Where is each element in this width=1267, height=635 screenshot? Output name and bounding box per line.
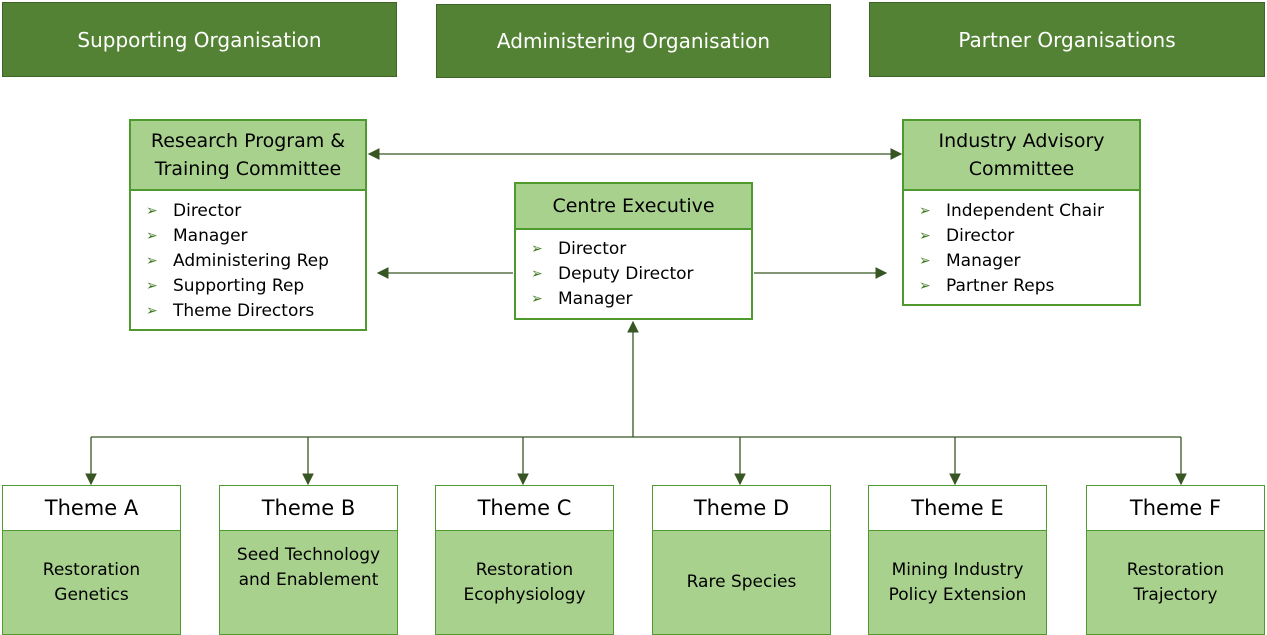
theme-name: Theme F: [1129, 496, 1222, 520]
industry-committee-members: ➢ Independent Chair ➢ Director ➢ Manager ➢ P…: [904, 191, 1139, 299]
list-item-label: Theme Directors: [173, 301, 315, 321]
theme-b-title: Theme B: [220, 486, 397, 531]
list-item-label: Independent Chair: [946, 201, 1104, 221]
arrowhead-bullet-icon: ➢: [146, 228, 158, 244]
theme-name: Theme C: [477, 496, 572, 520]
list-item-label: Manager: [558, 289, 633, 309]
theme-name: Theme D: [693, 496, 790, 520]
arrowhead-bullet-icon: ➢: [919, 253, 931, 269]
arrowhead-bullet-icon: ➢: [919, 203, 931, 219]
research-committee-members: ➢ Director ➢ Manager ➢ Administering Rep ➢ S…: [131, 191, 365, 324]
header-partner-label: Partner Organisations: [958, 27, 1176, 52]
list-item-label: Partner Reps: [946, 276, 1055, 296]
industry-committee-box: Industry Advisory Committee ➢ Independent…: [902, 119, 1141, 306]
theme-desc-line2: Policy Extension: [888, 584, 1027, 605]
theme-desc-line1: Seed Technology: [236, 545, 381, 565]
list-item: ➢ Administering Rep: [131, 249, 365, 274]
theme-e-title: Theme E: [869, 486, 1046, 531]
list-item: ➢ Partner Reps: [904, 274, 1139, 299]
theme-desc-line1: Mining Industry: [891, 559, 1024, 580]
arrowhead-bullet-icon: ➢: [531, 266, 543, 282]
industry-committee-title: Industry Advisory Committee: [904, 121, 1139, 191]
arrowhead-bullet-icon: ➢: [531, 241, 543, 257]
arrowhead-bullet-icon: ➢: [919, 228, 931, 244]
theme-name: Theme B: [261, 496, 356, 520]
theme-desc-line2: Genetics: [54, 584, 129, 605]
research-committee-title-line2: Training Committee: [154, 158, 342, 180]
arrowhead-bullet-icon: ➢: [146, 278, 158, 294]
list-item: ➢ Manager: [516, 287, 751, 312]
arrowhead-bullet-icon: ➢: [146, 203, 158, 219]
list-item-label: Deputy Director: [558, 264, 694, 284]
list-item-label: Supporting Rep: [173, 276, 305, 296]
list-item-label: Director: [558, 239, 627, 259]
theme-b-box: Theme B Seed Technology and Enablement: [219, 485, 398, 635]
theme-d-title: Theme D: [653, 486, 830, 531]
theme-desc-line1: Restoration: [1126, 559, 1225, 580]
list-item: ➢ Manager: [131, 224, 365, 249]
industry-committee-title-line1: Industry Advisory: [938, 130, 1105, 152]
theme-desc-line2: and Enablement: [238, 570, 379, 590]
centre-executive-members: ➢ Director ➢ Deputy Director ➢ Manager: [516, 230, 751, 312]
header-partner-organisations: Partner Organisations: [869, 2, 1265, 77]
research-committee-title-line1: Research Program &: [150, 130, 346, 152]
centre-executive-box: Centre Executive ➢ Director ➢ Deputy Direc…: [514, 182, 753, 320]
header-supporting-label: Supporting Organisation: [77, 27, 322, 52]
list-item-label: Manager: [946, 251, 1021, 271]
arrowhead-bullet-icon: ➢: [146, 303, 158, 319]
research-committee-box: Research Program & Training Committee ➢ D…: [129, 119, 367, 331]
list-item: ➢ Deputy Director: [516, 262, 751, 287]
arrowhead-bullet-icon: ➢: [531, 291, 543, 307]
theme-desc-line1: Restoration: [475, 559, 574, 580]
theme-b-description: Seed Technology and Enablement: [220, 531, 397, 634]
theme-c-title: Theme C: [436, 486, 613, 531]
theme-a-title: Theme A: [3, 486, 180, 531]
research-committee-title: Research Program & Training Committee: [131, 121, 365, 191]
list-item: ➢ Director: [131, 199, 365, 224]
theme-d-box: Theme D Rare Species: [652, 485, 831, 635]
arrowhead-bullet-icon: ➢: [146, 253, 158, 269]
theme-d-description: Rare Species: [653, 531, 830, 634]
list-item-label: Director: [946, 226, 1015, 246]
centre-executive-title: Centre Executive: [516, 184, 751, 230]
list-item-label: Manager: [173, 226, 248, 246]
header-administering-label: Administering Organisation: [496, 29, 771, 53]
header-administering-organisation: Administering Organisation: [436, 4, 831, 78]
list-item: ➢ Manager: [904, 249, 1139, 274]
theme-f-title: Theme F: [1087, 486, 1264, 531]
industry-committee-title-line2: Committee: [968, 158, 1075, 180]
list-item-label: Director: [173, 201, 242, 221]
list-item: ➢ Supporting Rep: [131, 274, 365, 299]
theme-desc-line1: Restoration: [42, 559, 141, 580]
header-supporting-organisation: Supporting Organisation: [2, 2, 397, 77]
list-item: ➢ Independent Chair: [904, 199, 1139, 224]
arrowhead-bullet-icon: ➢: [919, 278, 931, 294]
centre-executive-title-label: Centre Executive: [552, 195, 715, 217]
theme-name: Theme A: [44, 496, 139, 520]
theme-desc-line1: Rare Species: [686, 572, 797, 592]
theme-desc-line2: Trajectory: [1133, 584, 1218, 605]
theme-desc-line2: Ecophysiology: [463, 584, 586, 605]
list-item: ➢ Director: [516, 237, 751, 262]
list-item: ➢ Theme Directors: [131, 299, 365, 324]
theme-name: Theme E: [911, 496, 1004, 520]
list-item: ➢ Director: [904, 224, 1139, 249]
list-item-label: Administering Rep: [173, 251, 329, 271]
